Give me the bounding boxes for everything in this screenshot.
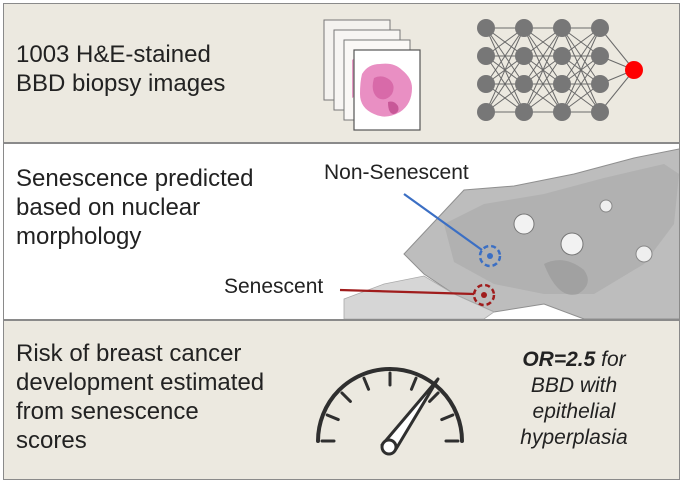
senescent-label: Senescent: [224, 275, 324, 298]
gauge-tick: [362, 376, 371, 391]
nn-edge: [523, 27, 563, 113]
nn-output-node: [625, 61, 643, 79]
nn-node: [591, 47, 609, 65]
result-line-3: epithelial: [532, 400, 616, 423]
nn-node: [553, 103, 571, 121]
nn-node: [553, 47, 571, 65]
nn-node: [515, 19, 533, 37]
nn-edge: [561, 27, 601, 85]
nn-edge: [561, 55, 601, 113]
gauge-tick: [409, 376, 418, 391]
tissue-image: [343, 148, 679, 319]
senescent-pointer: [339, 288, 475, 296]
gauge-hub: [380, 438, 398, 456]
gauge-tick: [440, 413, 455, 422]
senescent-marker: [472, 283, 496, 307]
odds-ratio-result: OR=2.5 for BBD with epithelial hyperplas…: [508, 347, 640, 451]
panel-senescence-prediction: Senescence predicted based on nuclear mo…: [3, 143, 680, 320]
annotation-layer: [339, 193, 502, 307]
nn-node: [477, 103, 495, 121]
panel-input-images: 1003 H&E-stained BBD biopsy images: [3, 3, 680, 143]
nn-node: [591, 75, 609, 93]
nn-node: [515, 103, 533, 121]
stacked-slide-images: [323, 19, 421, 131]
neural-network-icon: [477, 19, 643, 121]
tissue-shape: [343, 148, 679, 319]
nn-edge: [599, 69, 635, 113]
result-line-1: OR=2.5 for: [508, 347, 640, 373]
nn-edge: [599, 27, 635, 71]
gauge-tick: [325, 413, 340, 422]
panel-3-heading: Risk of breast cancer development estima…: [16, 340, 265, 454]
panel-1-heading: 1003 H&E-stained BBD biopsy images: [16, 41, 226, 97]
nn-node: [477, 75, 495, 93]
non-senescent-nucleus: [487, 253, 493, 259]
senescent-nucleus: [481, 292, 487, 298]
nn-node: [515, 47, 533, 65]
nn-node: [477, 19, 495, 37]
panel-risk-estimation: Risk of breast cancer development estima…: [3, 320, 680, 480]
nn-node: [553, 19, 571, 37]
gauge-icon: [316, 367, 464, 456]
nn-edge: [523, 27, 563, 85]
gauge-tick: [428, 391, 440, 403]
non-senescent-label: Non-Senescent: [324, 161, 469, 184]
nn-node: [515, 75, 533, 93]
nn-edge: [561, 27, 601, 113]
nn-edge: [485, 27, 525, 113]
nn-node: [591, 19, 609, 37]
non-senescent-pointer: [403, 193, 483, 251]
result-line-4: hyperplasia: [520, 426, 628, 449]
result-line-1-rest: for: [595, 348, 626, 371]
nn-edge: [485, 27, 525, 85]
nn-node: [591, 103, 609, 121]
slide-image-front: [353, 49, 421, 131]
odds-ratio-value: OR=2.5: [522, 348, 596, 371]
nn-edge: [485, 55, 525, 113]
nn-node: [477, 47, 495, 65]
panel-2-heading: Senescence predicted based on nuclear mo…: [16, 165, 254, 250]
gauge-arc: [316, 367, 464, 443]
nn-edge: [523, 55, 563, 113]
gauge-tick: [340, 391, 352, 403]
result-line-2: BBD with: [530, 374, 618, 397]
nn-node: [553, 75, 571, 93]
non-senescent-marker: [478, 244, 502, 268]
